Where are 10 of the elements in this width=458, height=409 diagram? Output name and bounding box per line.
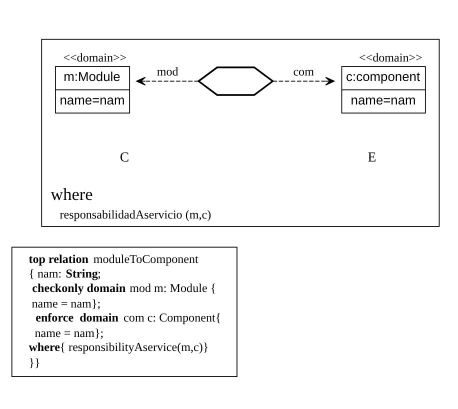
- node-hexagon: [197, 66, 274, 96]
- label: C: [120, 150, 130, 165]
- arrow: [272, 76, 335, 86]
- edge-label: com: [293, 64, 314, 78]
- node-label: <<domain>>: [359, 50, 422, 65]
- arrow: [136, 76, 199, 86]
- node-label: <<domain>>: [63, 50, 127, 65]
- label: E: [368, 150, 376, 165]
- node-box: top relation moduleToComponent { nam: String; checkonly domain mod m: Module { name = nam}; enforce domain com c: Component{ name = nam}; where{ responsibilityAservice(m,c)} }}: [11, 246, 238, 377]
- edge-label: mod: [156, 64, 178, 78]
